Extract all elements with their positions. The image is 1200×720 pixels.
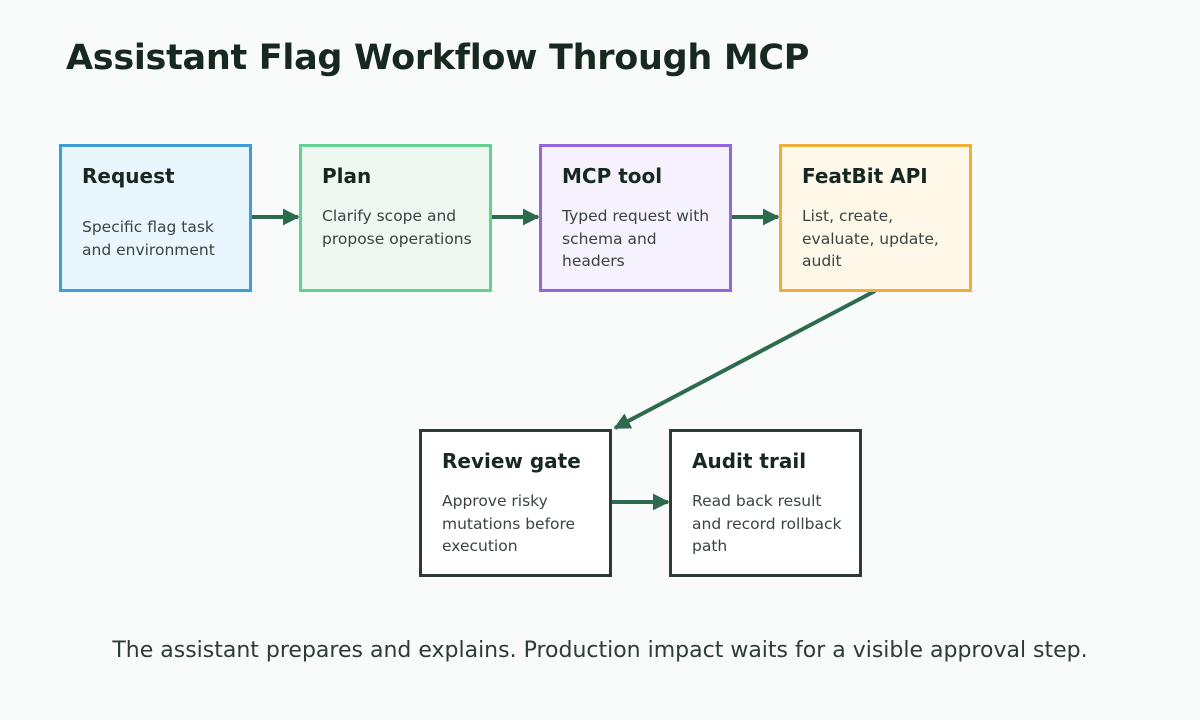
node-featbit-api-body: List, create, evaluate, update, audit — [802, 207, 939, 270]
node-request-body: Specific flag task and environment — [82, 218, 215, 259]
node-plan: Plan Clarify scope and propose operation… — [299, 144, 492, 292]
node-review-gate-body: Approve risky mutations before execution — [442, 492, 576, 555]
node-featbit-api-title: FeatBit API — [802, 164, 928, 188]
node-audit-trail-body: Read back result and record rollback pat… — [692, 492, 842, 555]
node-audit-trail-title: Audit trail — [692, 449, 807, 473]
node-mcp-tool: MCP tool Typed request with schema and h… — [539, 144, 732, 292]
node-request-title: Request — [82, 164, 175, 188]
node-audit-trail: Audit trail Read back result and record … — [669, 429, 862, 577]
node-review-gate: Review gate Approve risky mutations befo… — [419, 429, 612, 577]
node-request: Request Specific flag task and environme… — [59, 144, 252, 292]
diagram-caption: The assistant prepares and explains. Pro… — [112, 638, 1088, 663]
node-mcp-tool-title: MCP tool — [562, 164, 663, 188]
node-review-gate-title: Review gate — [442, 449, 581, 473]
node-plan-title: Plan — [322, 164, 372, 188]
node-plan-body: Clarify scope and propose operations — [322, 207, 472, 248]
node-featbit-api: FeatBit API List, create, evaluate, upda… — [779, 144, 972, 292]
node-mcp-tool-body: Typed request with schema and headers — [562, 207, 710, 270]
diagram-title: Assistant Flag Workflow Through MCP — [66, 38, 810, 78]
edge-featbit-api-to-review-gate — [613, 289, 876, 430]
